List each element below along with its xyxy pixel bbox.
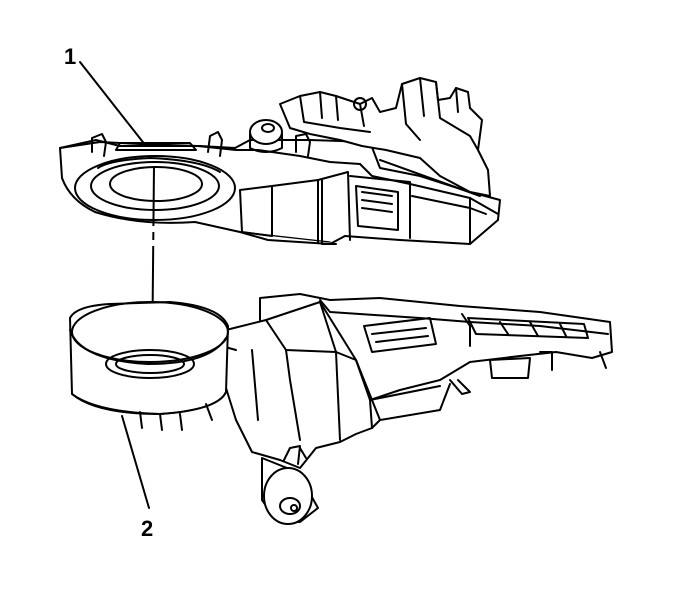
leader-line-2: [121, 415, 150, 509]
lower-housing: [69, 293, 613, 525]
callout-2: 2: [141, 516, 154, 541]
callout-1: 1: [64, 44, 77, 69]
upper-housing: [59, 77, 501, 245]
leader-line-1: [79, 61, 147, 147]
